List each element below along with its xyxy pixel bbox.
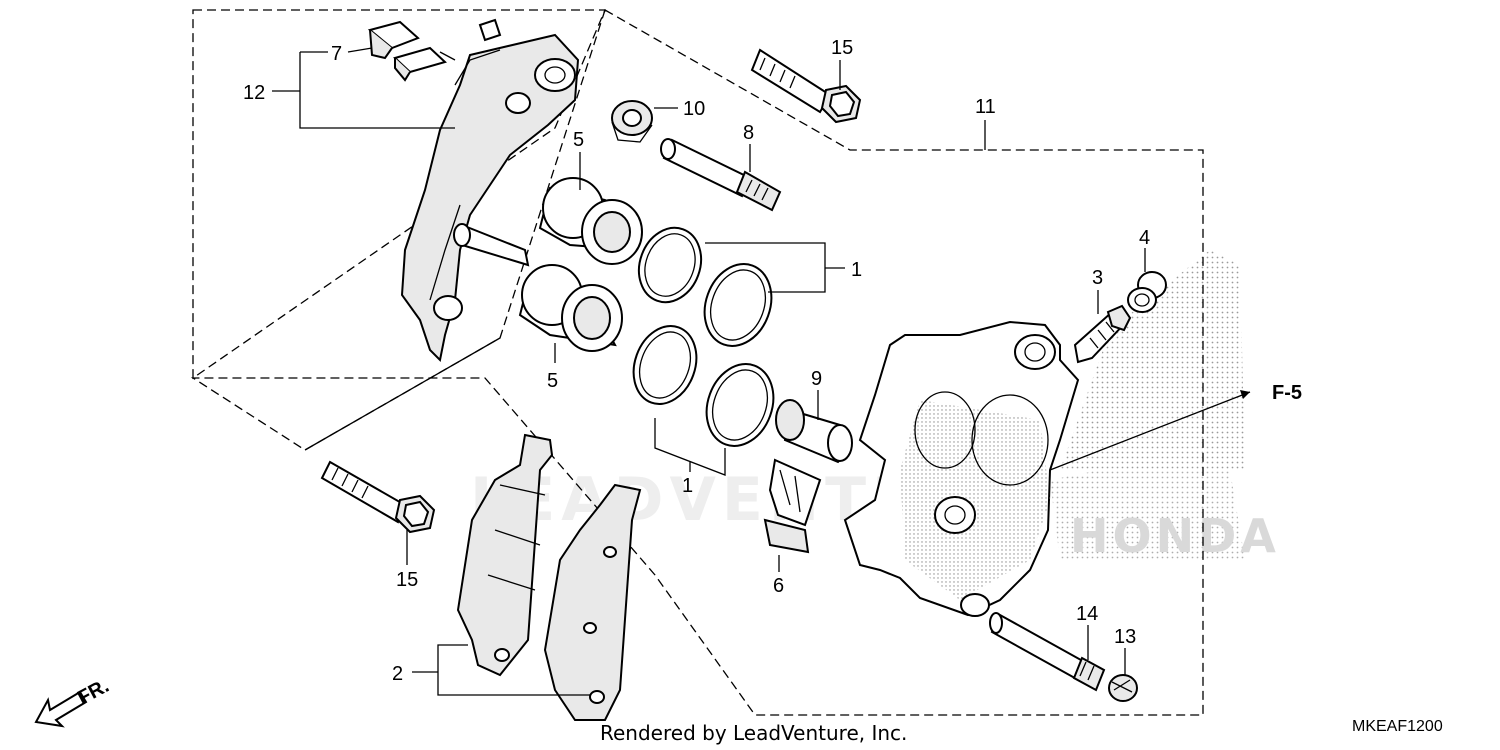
reference-label: F-5 bbox=[1272, 382, 1302, 404]
callout-2: 2 bbox=[392, 663, 403, 685]
caliper-bracket-assy-frame bbox=[192, 9, 606, 380]
callout-15-top: 15 bbox=[831, 37, 853, 59]
callout-3: 3 bbox=[1092, 267, 1103, 289]
callout-4: 4 bbox=[1139, 227, 1150, 249]
caliper-body bbox=[843, 320, 1080, 617]
callout-7: 7 bbox=[331, 43, 342, 65]
diagram-code: MKEAF1200 bbox=[1352, 718, 1443, 735]
callout-5-top: 5 bbox=[573, 129, 584, 151]
callout-1-bottom: 1 bbox=[682, 475, 693, 497]
callout-1-right: 1 bbox=[851, 259, 862, 281]
piston-upper bbox=[538, 177, 643, 265]
callout-13: 13 bbox=[1114, 626, 1136, 648]
pin-plug bbox=[1108, 674, 1138, 702]
slide-pin bbox=[775, 399, 853, 464]
bolt-top bbox=[750, 48, 862, 124]
callout-9: 9 bbox=[811, 368, 822, 390]
front-direction-arrow: FR. bbox=[34, 675, 113, 728]
bleeder-screw bbox=[1073, 304, 1132, 364]
leader-line bbox=[304, 337, 501, 451]
piston-lower bbox=[518, 264, 623, 352]
pin-bolt bbox=[989, 612, 1106, 692]
callout-6: 6 bbox=[773, 575, 784, 597]
callout-14: 14 bbox=[1076, 603, 1098, 625]
callout-8: 8 bbox=[743, 122, 754, 144]
pad-spring bbox=[763, 458, 822, 554]
brand-watermark: HONDA bbox=[1050, 250, 1280, 563]
pin-boot bbox=[611, 100, 653, 143]
callout-15-bottom: 15 bbox=[396, 569, 418, 591]
callout-5-bottom: 5 bbox=[547, 370, 558, 392]
callout-12: 12 bbox=[243, 82, 265, 104]
caliper-bracket bbox=[400, 18, 580, 363]
brand-watermark-text: HONDA bbox=[1070, 509, 1280, 563]
bleeder-cap bbox=[1127, 271, 1167, 313]
brake-pad-right bbox=[543, 483, 642, 721]
caliper-pin bbox=[660, 138, 782, 212]
callout-10: 10 bbox=[683, 98, 705, 120]
bolt-bottom bbox=[320, 460, 436, 534]
callout-11: 11 bbox=[975, 96, 996, 118]
pad-spring-clip bbox=[367, 20, 456, 82]
piston-seals bbox=[632, 226, 775, 447]
leader-lines bbox=[272, 47, 1251, 696]
brake-pad-left bbox=[456, 433, 554, 677]
footer-credit: Rendered by LeadVenture, Inc. bbox=[600, 721, 907, 745]
